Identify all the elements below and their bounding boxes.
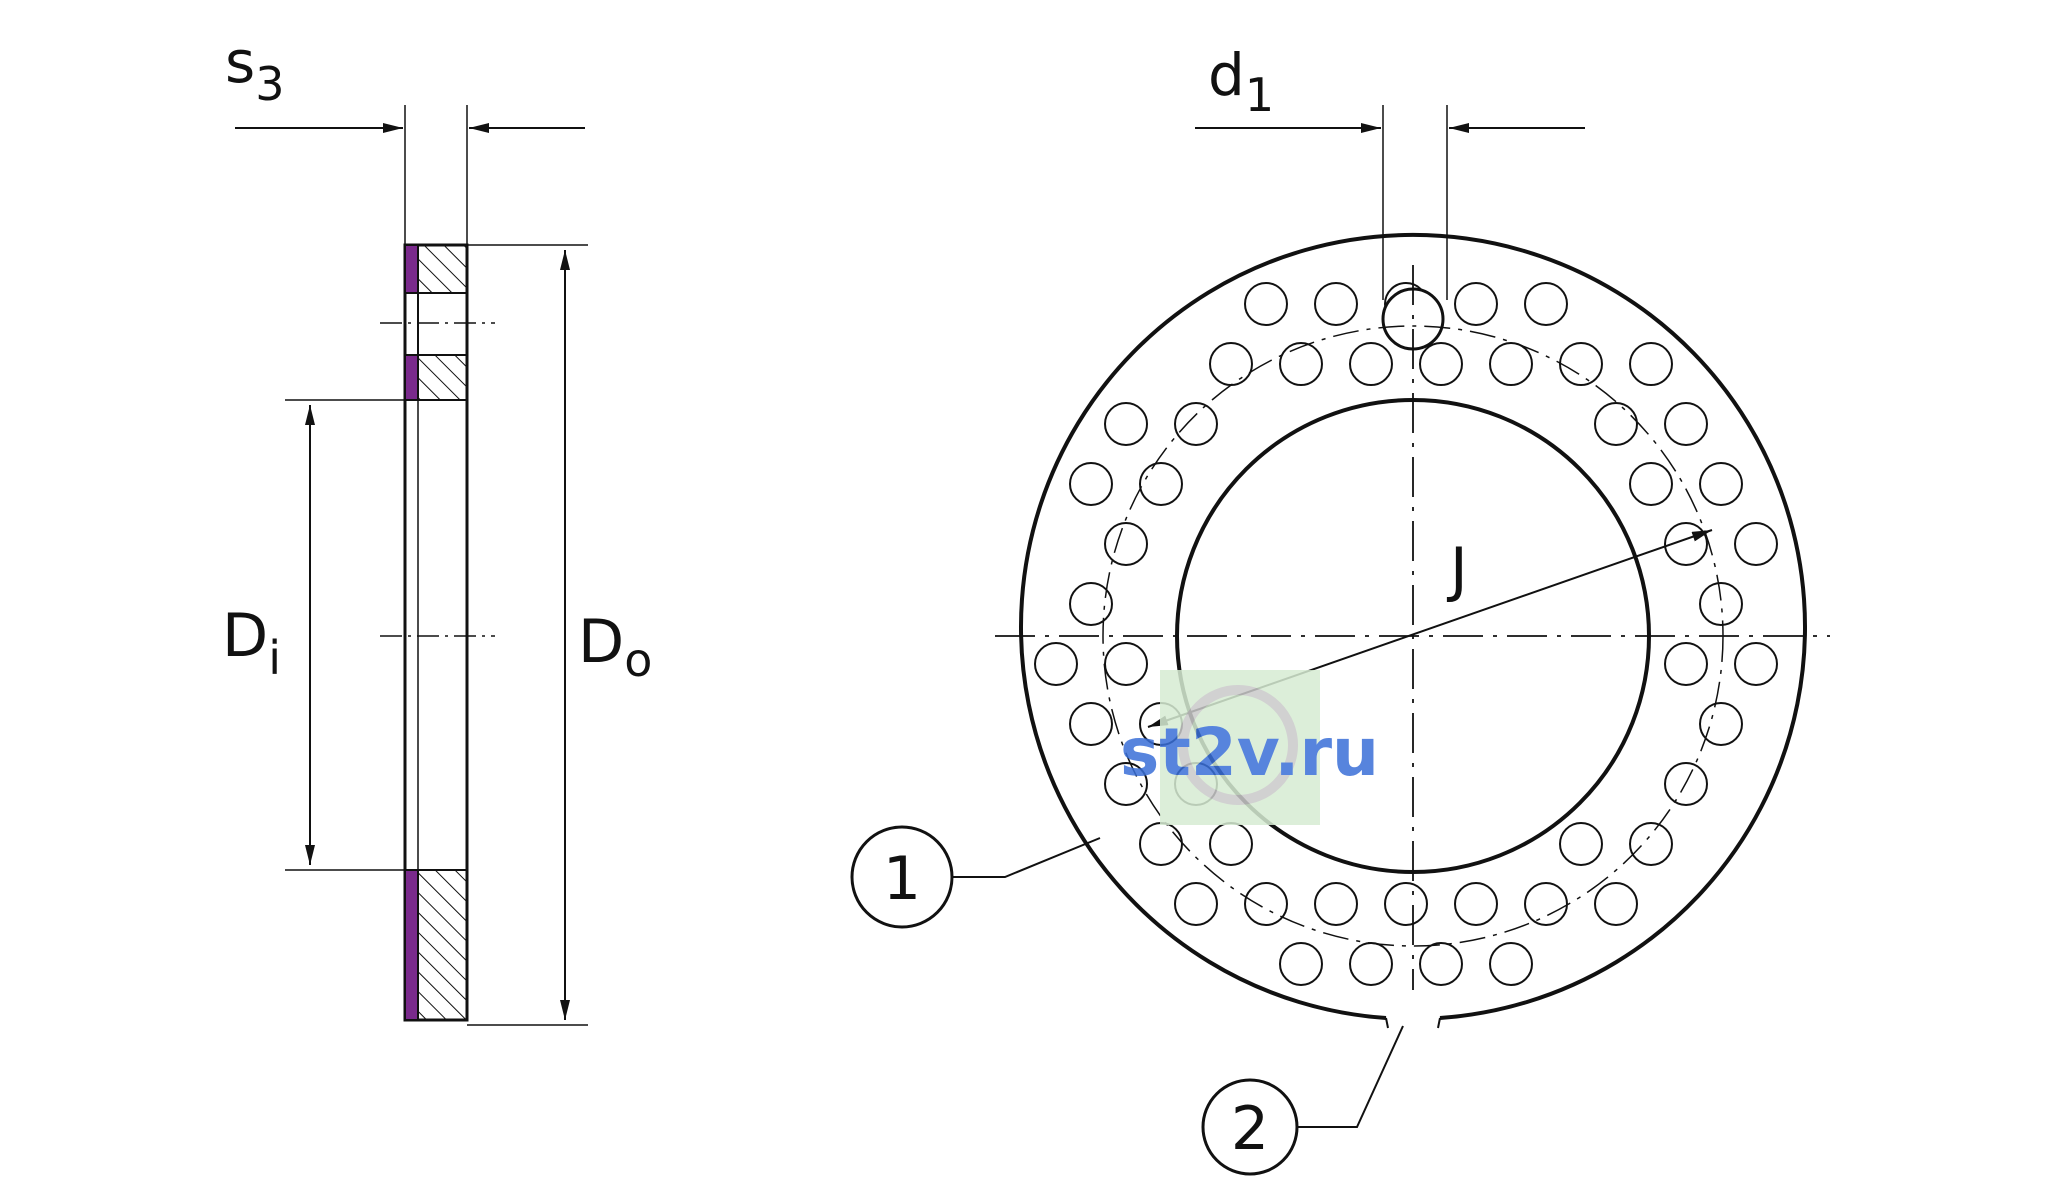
do-label: Do (578, 607, 652, 687)
pocket (1139, 462, 1183, 506)
callout-2-label: 2 (1231, 1094, 1269, 1164)
pocket (1699, 582, 1743, 626)
j-label: J (1446, 535, 1468, 605)
front-view: d1 J 1 2 st2v.ru (850, 41, 1830, 1176)
pocket (1209, 822, 1253, 866)
pocket (1069, 702, 1113, 746)
pocket (1594, 402, 1638, 446)
pocket (1419, 942, 1463, 986)
pocket (1629, 342, 1673, 386)
pocket (1629, 462, 1673, 506)
pocket (1349, 342, 1393, 386)
pocket (1594, 882, 1638, 926)
pocket (1244, 882, 1288, 926)
s3-label: s3 (225, 28, 285, 111)
callout-2-leader (1297, 1025, 1404, 1128)
pocket (1104, 522, 1148, 566)
hatch-bottom (417, 869, 468, 1021)
pocket (1104, 402, 1148, 446)
watermark-bearing-icon (1178, 685, 1298, 805)
liner-top-2 (404, 354, 419, 401)
pocket (1559, 342, 1603, 386)
pocket (1524, 282, 1568, 326)
pocket (1664, 642, 1708, 686)
liner-bottom (404, 869, 419, 1021)
watermark: st2v.ru (1120, 670, 1379, 825)
pocket (1069, 462, 1113, 506)
pocket (1104, 642, 1148, 686)
pocket (1314, 282, 1358, 326)
liner-top (404, 244, 419, 294)
callout-1-label: 1 (883, 844, 921, 914)
hatch-top-2 (417, 354, 468, 401)
pocket (1629, 822, 1673, 866)
pocket (1454, 882, 1498, 926)
pocket (1699, 702, 1743, 746)
pocket (1279, 942, 1323, 986)
callout-1-leader (952, 837, 1101, 878)
pocket (1384, 882, 1428, 926)
pocket (1034, 642, 1078, 686)
pocket (1209, 342, 1253, 386)
outer-edge (1019, 233, 1807, 1020)
di-label: Di (222, 601, 281, 685)
watermark-text: st2v.ru (1120, 714, 1379, 791)
pocket (1069, 582, 1113, 626)
pocket (1489, 342, 1533, 386)
d1-label: d1 (1208, 41, 1274, 122)
pocket (1734, 522, 1778, 566)
pocket (1664, 402, 1708, 446)
pocket (1244, 282, 1288, 326)
pocket (1734, 642, 1778, 686)
pocket (1524, 882, 1568, 926)
pocket (1139, 822, 1183, 866)
side-section-view: s3 Di Do (222, 28, 652, 1026)
pocket (1174, 882, 1218, 926)
pocket (1104, 762, 1148, 806)
pocket (1279, 342, 1323, 386)
pocket (1454, 282, 1498, 326)
pocket (1489, 942, 1533, 986)
pocket (1419, 342, 1463, 386)
pocket (1559, 822, 1603, 866)
pocket (1314, 882, 1358, 926)
hatch-top (417, 244, 468, 294)
pocket (1349, 942, 1393, 986)
pocket (1174, 402, 1218, 446)
pocket (1699, 462, 1743, 506)
